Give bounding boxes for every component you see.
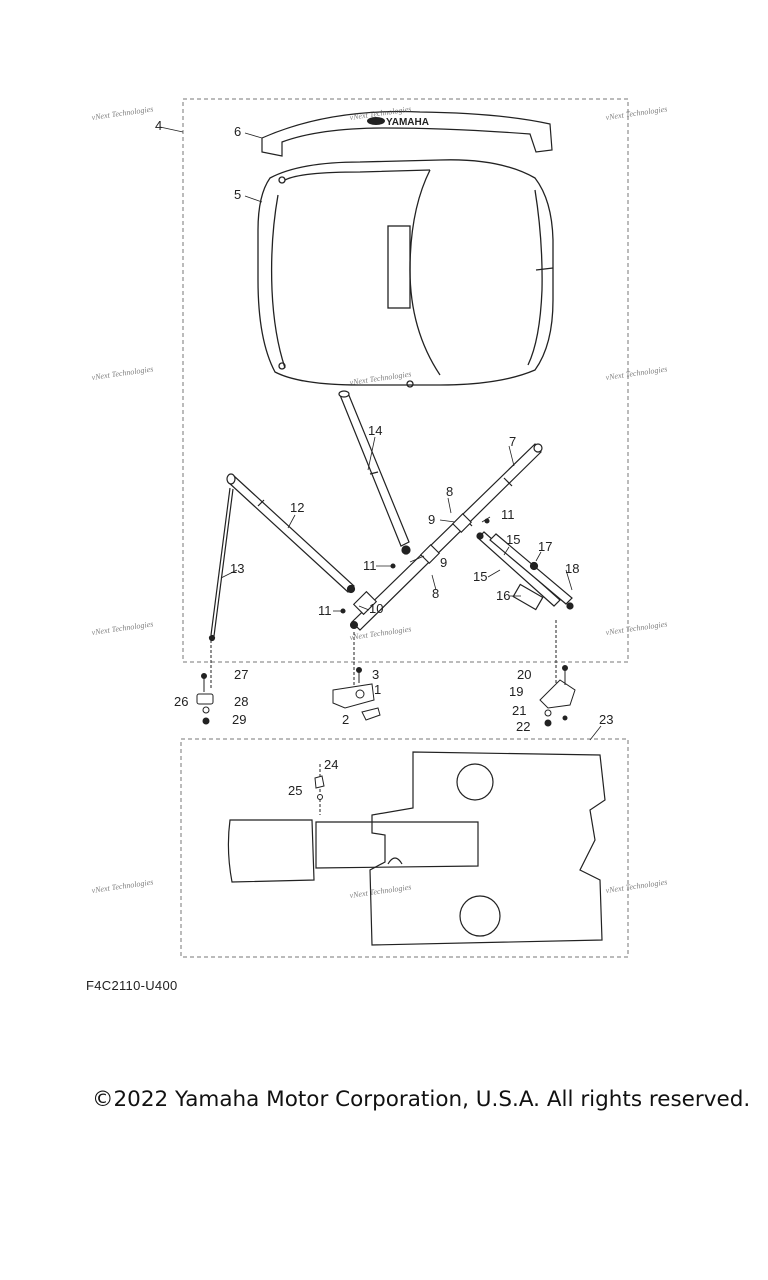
- callout-11b: 11: [363, 558, 377, 573]
- watermark-4: vNext Technologies: [91, 364, 154, 382]
- callout-11c: 11: [318, 603, 332, 618]
- mount-bracket-left: [196, 640, 214, 725]
- callout-15b: 15: [473, 569, 487, 584]
- cover-logo: YAMAHA: [367, 117, 429, 128]
- callout-6: 6: [234, 124, 241, 139]
- cover-strap: [261, 110, 553, 157]
- callout-8b: 8: [432, 586, 439, 601]
- callout-20: 20: [517, 667, 531, 682]
- callout-14: 14: [368, 423, 382, 438]
- watermark-10: vNext Technologies: [91, 877, 154, 895]
- callout-9b: 9: [440, 555, 447, 570]
- rod-13: [208, 487, 234, 642]
- callout-1: 1: [374, 682, 381, 697]
- callout-27: 27: [234, 667, 248, 682]
- watermark-3: vNext Technologies: [605, 104, 668, 122]
- watermark-11: vNext Technologies: [349, 882, 412, 900]
- callout-labels: 1 2 3 4 5 6 7 8 9 11 9 8 11 10 11 12 13 …: [155, 118, 613, 798]
- callout-15a: 15: [506, 532, 520, 547]
- main-pole-7: [351, 443, 543, 631]
- mat-fastener: [314, 775, 325, 800]
- callout-25: 25: [288, 783, 302, 798]
- watermark-12: vNext Technologies: [605, 877, 668, 895]
- diagram-code: F4C2110-U400: [86, 978, 178, 993]
- callout-29: 29: [232, 712, 246, 727]
- callout-13: 13: [230, 561, 244, 576]
- callout-18: 18: [565, 561, 579, 576]
- support-pole-14: [338, 390, 411, 555]
- callout-11a: 11: [501, 507, 515, 522]
- watermarks: vNext Technologies vNext Technologies vN…: [91, 104, 668, 900]
- watermark-6: vNext Technologies: [605, 364, 668, 382]
- callout-8a: 8: [446, 484, 453, 499]
- callout-26: 26: [174, 694, 188, 709]
- mount-bracket-center: [332, 632, 381, 721]
- mat-assembly-box: [180, 738, 629, 958]
- callout-12: 12: [290, 500, 304, 515]
- pole-fittings: [340, 513, 490, 630]
- callout-2: 2: [342, 712, 349, 727]
- callout-24: 24: [324, 757, 338, 772]
- callout-28: 28: [234, 694, 248, 709]
- callout-10: 10: [369, 601, 383, 616]
- callout-3: 3: [372, 667, 379, 682]
- callout-7: 7: [509, 434, 516, 449]
- svg-text:YAMAHA: YAMAHA: [386, 117, 429, 128]
- floor-mat: [227, 751, 606, 946]
- rear-poles-15: [476, 531, 574, 611]
- callout-16: 16: [496, 588, 510, 603]
- watermark-1: vNext Technologies: [91, 104, 154, 122]
- boat-cover: [257, 159, 554, 388]
- copyright-notice: ©2022 Yamaha Motor Corporation, U.S.A. A…: [92, 1087, 751, 1112]
- callout-22: 22: [516, 719, 530, 734]
- callout-17: 17: [538, 539, 552, 554]
- callout-21: 21: [512, 703, 526, 718]
- mount-bracket-right: [539, 620, 576, 727]
- watermark-9: vNext Technologies: [605, 619, 668, 637]
- callout-23: 23: [599, 712, 613, 727]
- callout-4: 4: [155, 118, 162, 133]
- callout-5: 5: [234, 187, 241, 202]
- leader-lines: [159, 126, 602, 741]
- watermark-5: vNext Technologies: [349, 369, 412, 387]
- watermark-7: vNext Technologies: [91, 619, 154, 637]
- callout-9a: 9: [428, 512, 435, 527]
- pole-12: [226, 473, 356, 594]
- callout-19: 19: [509, 684, 523, 699]
